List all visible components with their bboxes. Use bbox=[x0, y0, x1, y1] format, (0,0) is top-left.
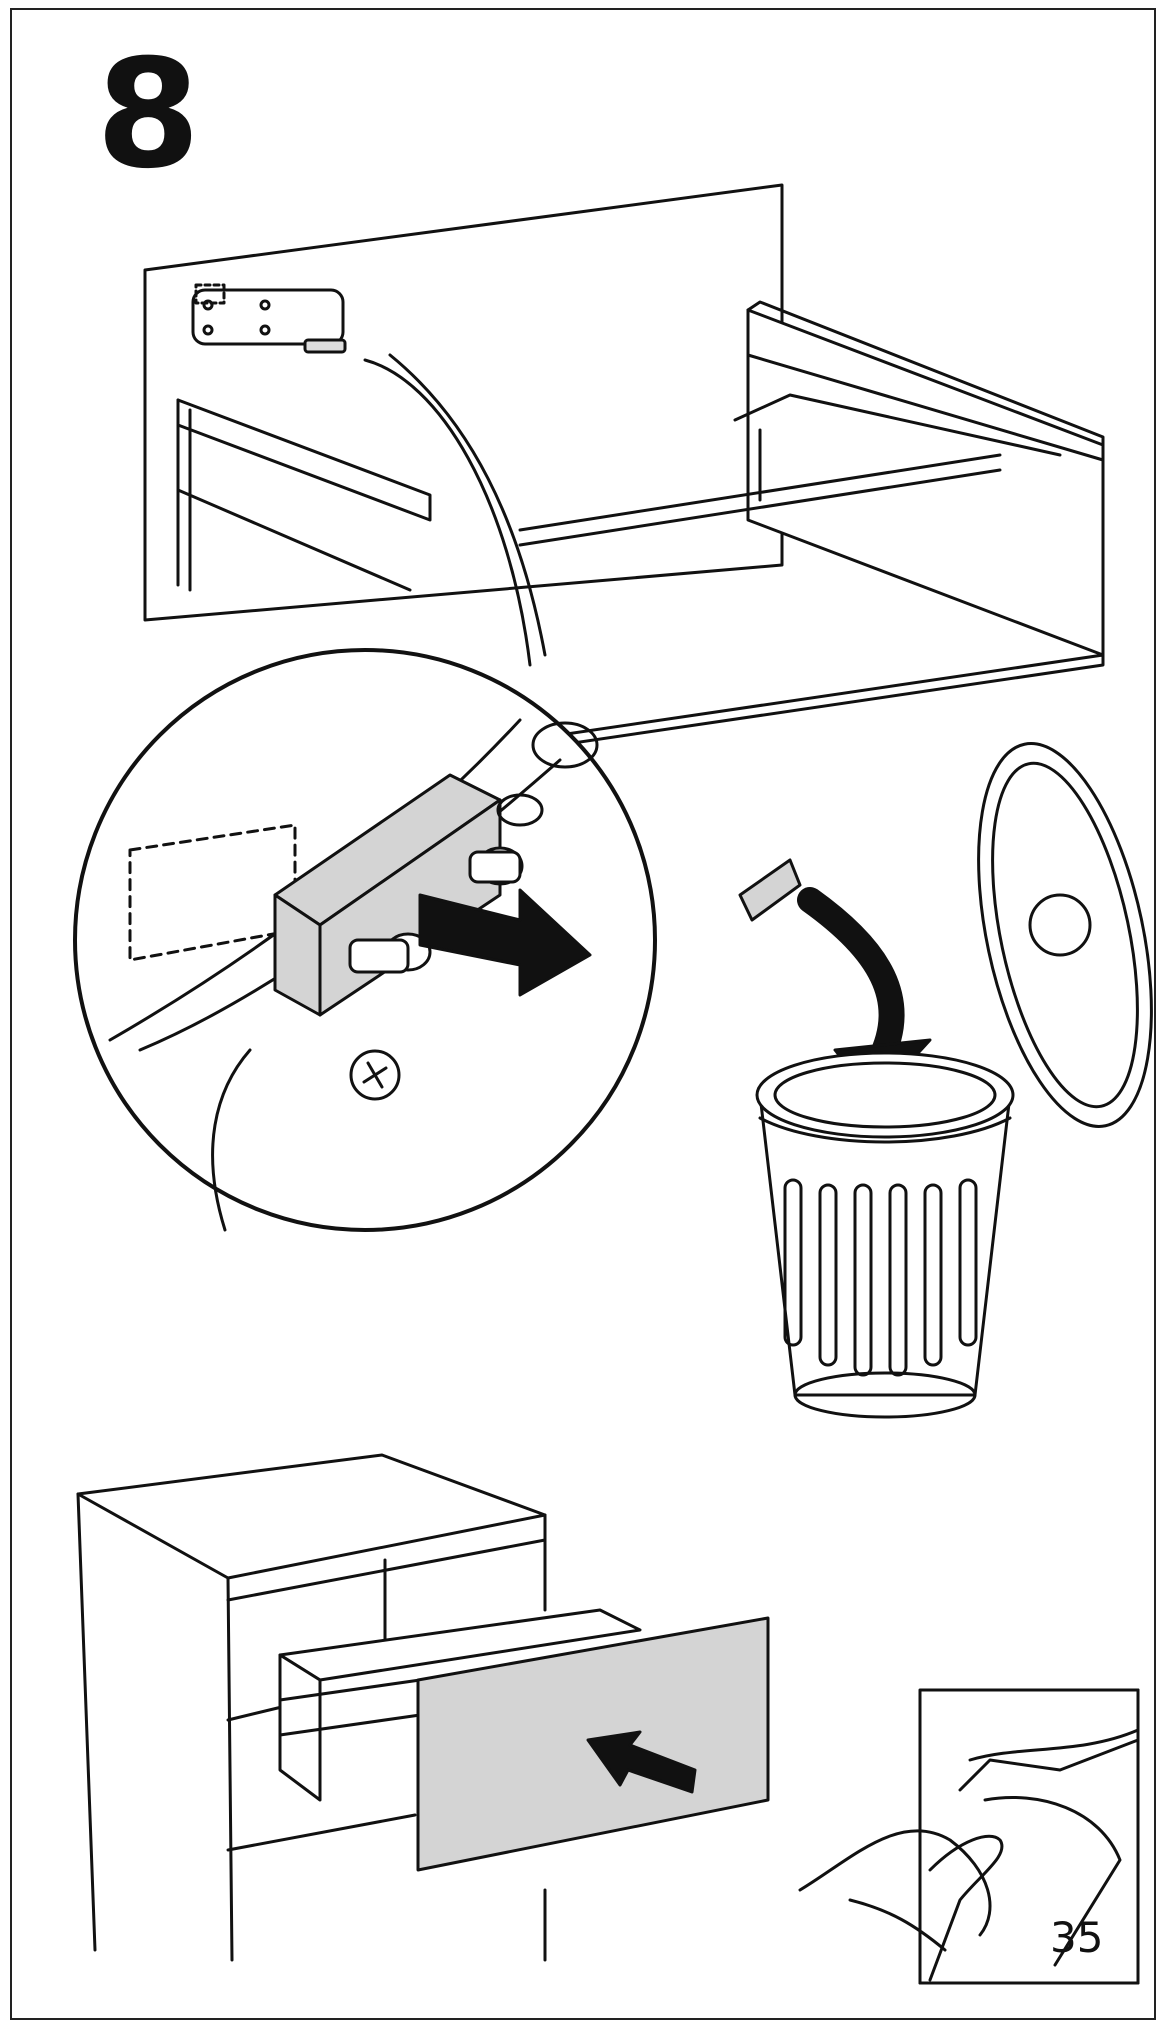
step-number: 8 bbox=[96, 28, 201, 202]
page-number: 35 bbox=[1050, 1913, 1104, 1962]
magnifier-callout bbox=[73, 353, 657, 1232]
trash-bin-icon bbox=[755, 742, 1153, 1419]
turn-page-icon bbox=[798, 1688, 1140, 1985]
page-frame bbox=[10, 8, 1156, 2020]
insert-drawer-illustration bbox=[76, 1453, 770, 1962]
